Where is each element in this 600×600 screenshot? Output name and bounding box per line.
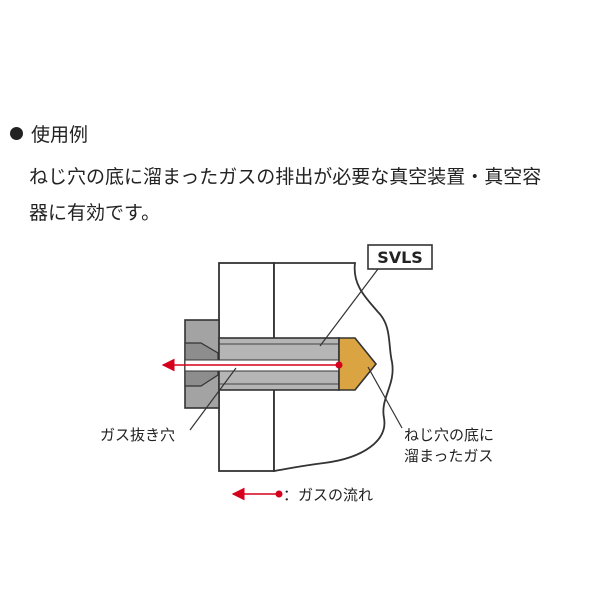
description-line-2: 器に有効です。 <box>29 202 161 224</box>
description-line-1: ねじ穴の底に溜まったガスの排出が必要な真空装置・真空容 <box>29 166 542 188</box>
section-heading: 使用例 <box>10 121 88 149</box>
product-label-box <box>367 244 433 270</box>
trapped-gas-label-line-2: 溜まったガス <box>404 447 493 465</box>
trapped-gas-label-line-1: ねじ穴の底に <box>404 426 494 444</box>
product-label: SVLS <box>377 248 423 267</box>
heading-text: 使用例 <box>31 124 89 146</box>
gas-source-dot <box>335 361 343 369</box>
vent-label: ガス抜き穴 <box>100 426 175 444</box>
bullet-icon <box>10 127 23 140</box>
legend-dot <box>275 490 283 498</box>
gas-leader-line <box>367 366 403 429</box>
legend-label: ：ガスの流れ <box>283 486 373 504</box>
trapped-gas <box>338 337 378 391</box>
product-leader-line <box>319 268 379 347</box>
vent-leader-line <box>189 367 237 431</box>
